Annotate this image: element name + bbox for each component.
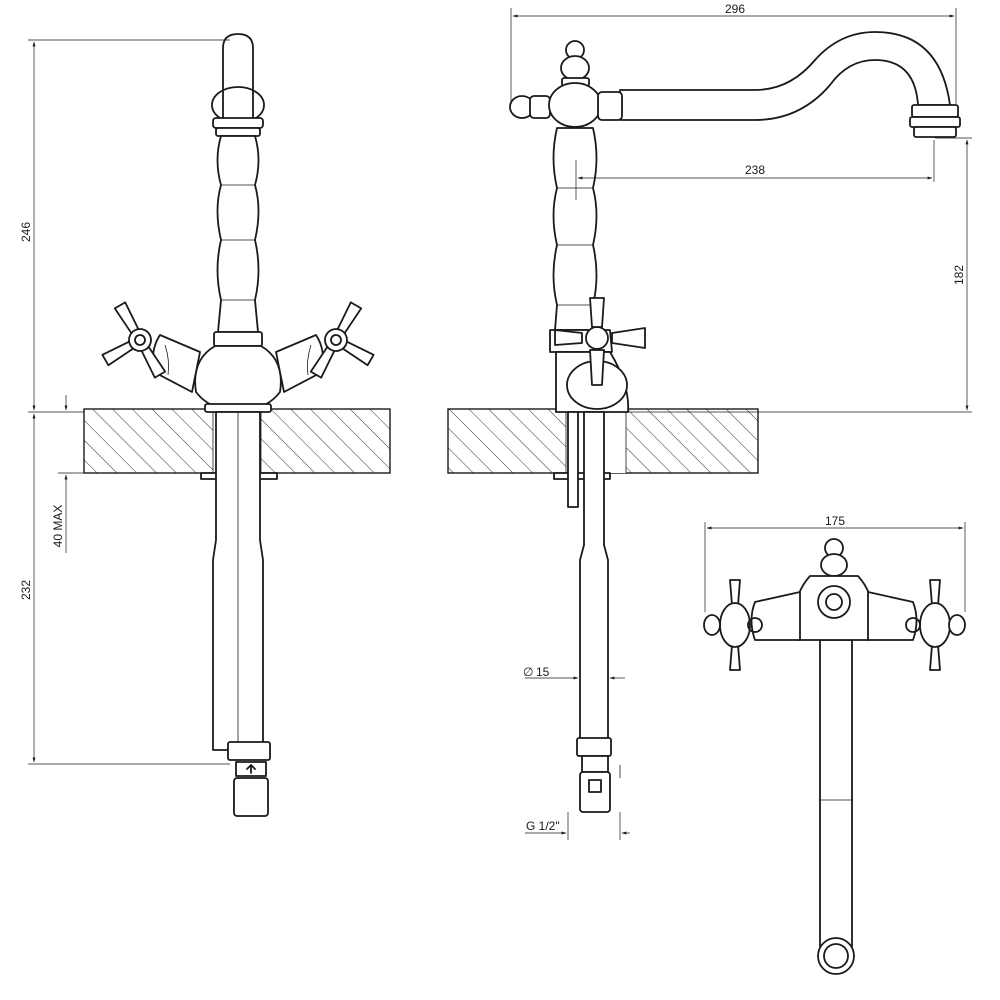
front-view: 246 232 40 MAX	[19, 33, 391, 817]
front-supply-hoses	[200, 411, 278, 817]
side-view: 296 238 182 ∅ 15 G 1/2"	[447, 2, 972, 840]
connection-thread-label: G 1/2"	[526, 819, 560, 833]
side-supply-hose	[553, 411, 612, 813]
front-valve-body	[151, 334, 325, 413]
side-spout-arm	[619, 31, 961, 138]
front-bottom-height-label: 232	[19, 580, 33, 600]
pipe-diameter-label: 15	[536, 665, 550, 679]
handle-span-label: 175	[825, 514, 845, 528]
top-left-handle	[703, 579, 763, 671]
diameter-symbol: ∅	[523, 665, 533, 679]
top-view: 175	[703, 514, 966, 975]
deck-thickness-label: 40 MAX	[51, 505, 65, 548]
top-spout	[817, 639, 855, 975]
side-body-column	[509, 82, 623, 331]
side-finial	[560, 40, 590, 87]
top-body	[750, 538, 918, 641]
front-spout-top	[211, 33, 265, 137]
front-right-handle	[309, 301, 375, 379]
spout-height-label: 182	[952, 265, 966, 285]
front-dimension-lines	[28, 39, 230, 765]
front-top-height-label: 246	[19, 222, 33, 242]
spout-reach-label: 238	[745, 163, 765, 177]
top-right-handle	[905, 579, 966, 671]
front-left-handle	[101, 301, 167, 379]
front-body-column	[213, 135, 263, 347]
spout-length-label: 296	[725, 2, 745, 16]
side-dimension-lines	[510, 8, 972, 840]
top-dimension-lines	[704, 522, 966, 612]
